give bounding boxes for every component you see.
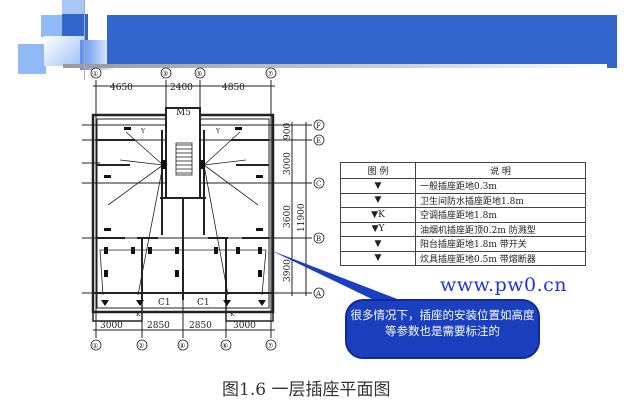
bottom-dim: 3000 xyxy=(100,321,123,331)
top-dim: 4650 xyxy=(110,83,133,93)
axis-bubble: ② xyxy=(136,339,148,351)
header-square xyxy=(44,36,84,66)
axis-bubble: ① xyxy=(90,67,102,79)
svg-text:①: ① xyxy=(92,70,98,78)
ac-socket-icon: ▼K xyxy=(340,207,416,223)
k-label: K xyxy=(230,311,235,318)
svg-text:C: C xyxy=(316,180,321,188)
watermark: www.pw0.cn xyxy=(440,274,568,296)
legend-desc: 一般插座距地0.3m xyxy=(415,178,586,194)
header-square xyxy=(62,0,84,14)
svg-text:②: ② xyxy=(138,342,144,350)
axis-bubble: F xyxy=(313,119,325,131)
legend-row: ▼一般插座距地0.3m xyxy=(340,178,586,194)
svg-text:⑤: ⑤ xyxy=(196,70,202,78)
svg-text:⑦: ⑦ xyxy=(267,342,273,350)
right-dim: 900 xyxy=(283,123,293,140)
legend-header-symbol: 图 例 xyxy=(340,162,416,179)
legend-desc: 油烟机插座距顶0.2m 防溅型 xyxy=(415,221,586,237)
svg-text:A: A xyxy=(315,290,322,298)
svg-text:③: ③ xyxy=(162,70,168,78)
right-dim: 3000 xyxy=(283,152,293,175)
general-socket-icon: ▼ xyxy=(340,178,416,194)
figure-caption: 图1.6 一层插座平面图 xyxy=(222,380,391,400)
y-label: Y xyxy=(215,128,221,135)
legend-desc: 卫生间防水插座距地1.8m xyxy=(415,192,586,208)
legend-header-desc: 说 明 xyxy=(415,162,586,179)
axis-bubble: B xyxy=(313,232,325,244)
svg-text:④: ④ xyxy=(179,342,185,350)
axis-bubble: ③ xyxy=(160,67,172,79)
header-square xyxy=(62,14,88,40)
axis-bubble: ⑦ xyxy=(265,339,277,351)
k-label: K xyxy=(136,311,141,318)
legend-desc: 炊具插座距地0.5m 带熔断器 xyxy=(415,250,586,266)
top-dim: 2400 xyxy=(170,83,193,93)
title-bar xyxy=(107,15,617,68)
legend-row: ▼阳台插座距地1.8m 带开关 xyxy=(340,236,586,252)
stair-door-label: M5 xyxy=(176,108,191,118)
total-dim: 11900 xyxy=(297,203,307,232)
bottom-dim: 2850 xyxy=(147,321,170,331)
axis-bubble: ⑦ xyxy=(265,67,277,79)
svg-text:F: F xyxy=(316,122,321,130)
axis-bubble: ⑥ xyxy=(220,339,232,351)
svg-text:⑦: ⑦ xyxy=(267,70,273,78)
callout-tail xyxy=(270,250,405,302)
balcony-socket-icon: ▼ xyxy=(340,236,416,252)
axis-bubble: ④ xyxy=(177,339,189,351)
kitchen-socket-icon: ▼ xyxy=(340,250,416,266)
window-label: C1 xyxy=(158,298,171,308)
legend-desc: 阳台插座距地1.8m 带开关 xyxy=(415,236,586,252)
top-dim: 4850 xyxy=(222,83,245,93)
range-hood-socket-icon: ▼Y xyxy=(340,221,416,237)
socket-symbols xyxy=(101,127,266,306)
y-label: Y xyxy=(140,128,146,135)
svg-text:⑥: ⑥ xyxy=(222,342,228,350)
right-dim: 3600 xyxy=(283,205,293,228)
legend-desc: 空调插座距地1.8m xyxy=(415,207,586,223)
axis-bubble: A xyxy=(313,287,325,299)
axis-bubble: ① xyxy=(90,339,102,351)
waterproof-socket-icon: ▼ xyxy=(340,192,416,208)
svg-text:E: E xyxy=(316,137,321,145)
legend-row: ▼卫生间防水插座距地1.8m xyxy=(340,192,586,208)
axis-bubble: E xyxy=(313,134,325,146)
bottom-dim: 3000 xyxy=(233,321,256,331)
right-dim: 3900 xyxy=(283,259,293,282)
svg-text:B: B xyxy=(316,235,321,243)
legend-row: ▼炊具插座距地0.5m 带熔断器 xyxy=(340,250,586,266)
svg-text:①: ① xyxy=(92,342,98,350)
header-vline xyxy=(84,0,85,80)
axis-bubble: C xyxy=(313,177,325,189)
window-label: C1 xyxy=(197,298,210,308)
axis-bubble: ⑤ xyxy=(194,67,206,79)
legend-header: 图 例 说 明 xyxy=(340,162,586,179)
callout-bubble: 很多情况下，插座的安装位置如高度等参数也是需要标注的 xyxy=(345,299,540,359)
header-square xyxy=(18,44,46,74)
bottom-dim: 2850 xyxy=(189,321,212,331)
title-underline xyxy=(63,64,607,68)
